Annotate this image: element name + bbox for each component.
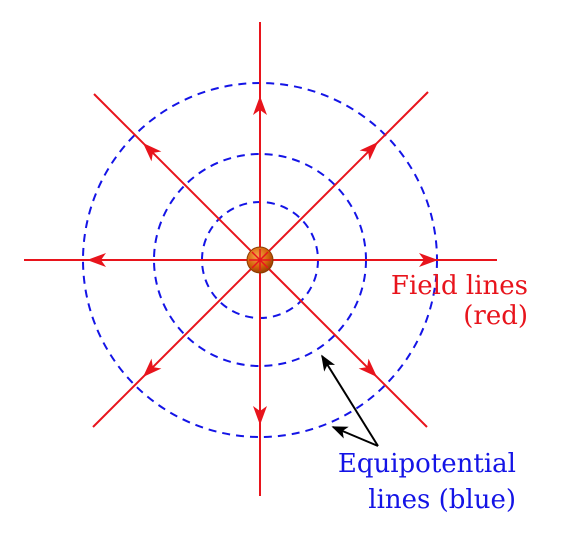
field-line-arrows — [87, 96, 438, 425]
equipotential-label-line2: lines (blue) — [368, 485, 516, 515]
field-lines-label-line2: (red) — [463, 301, 528, 331]
field-line-down-left — [92, 259, 261, 428]
field-line-up-left — [93, 93, 261, 261]
arrow-down-left-icon — [143, 358, 162, 377]
arrow-up-left-icon — [143, 143, 162, 162]
arrow-down-icon — [253, 406, 267, 425]
field-line-up-right — [259, 91, 429, 261]
arrow-left-icon — [87, 253, 106, 267]
point-charge — [246, 246, 274, 274]
arrow-down-right-icon — [358, 358, 377, 377]
field-lines-label: Field lines (red) — [391, 271, 528, 331]
field-lines — [24, 22, 497, 496]
pointer-arrow-upper — [321, 354, 379, 447]
field-line-down-right — [259, 259, 428, 428]
equipotential-pointer-arrows — [321, 354, 379, 447]
arrow-right-icon — [419, 253, 438, 267]
arrow-up-right-icon — [359, 142, 378, 161]
equipotential-label-line1: Equipotential — [337, 449, 516, 479]
equipotential-label: Equipotential lines (blue) — [338, 446, 516, 518]
arrow-up-icon — [253, 96, 267, 115]
field-lines-label-line1: Field lines — [390, 271, 528, 301]
pointer-arrow-lower — [331, 426, 379, 447]
